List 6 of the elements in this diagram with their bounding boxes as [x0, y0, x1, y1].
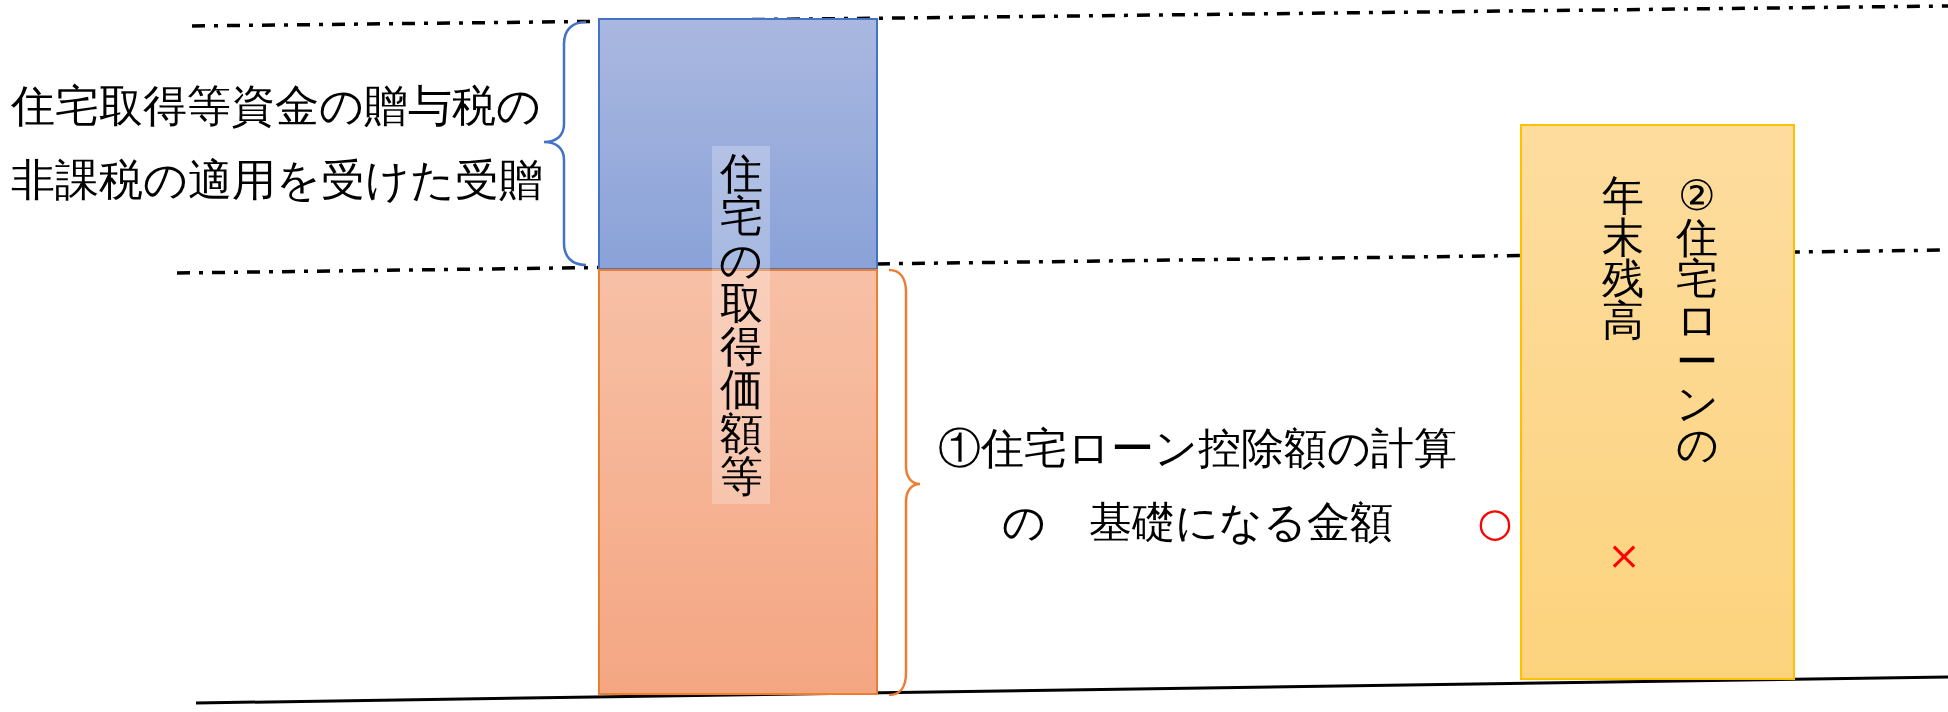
vertical-label: ②住宅ローンの年末残高: [1601, 175, 1720, 467]
cross-mark: ×: [1606, 535, 1642, 575]
annotation-text: 住宅取得等資金の贈与税の非課税の適用を受けた受贈: [11, 79, 544, 207]
bar: [1520, 124, 1795, 680]
circle-mark: ○: [1476, 502, 1514, 542]
annotation-text: ①住宅ローン控除額の計算の 基礎になる金額: [936, 422, 1458, 549]
